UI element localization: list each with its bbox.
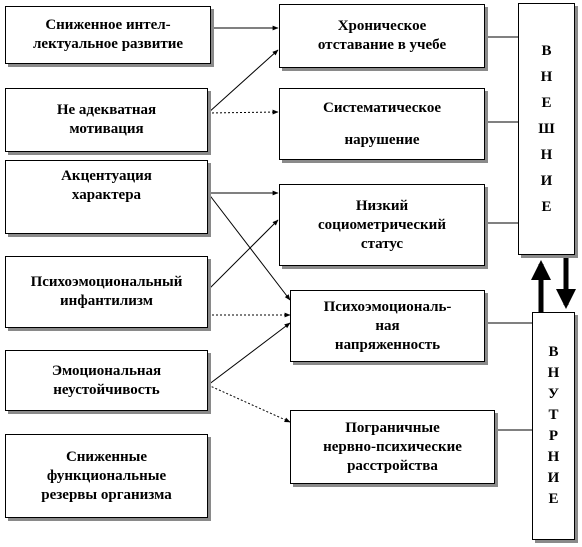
effect-label: Систематическое нарушение [323,100,441,148]
cause-box-accentuation: Акцентуация характера [5,160,208,234]
arrow-c3-e4 [207,192,291,301]
effect-box-disorders: Пограничные нервно-психические расстройс… [290,410,495,484]
effect-box-violation: Систематическое нарушение [279,88,485,160]
cause-box-instability: Эмоциональная неустойчивость [5,350,208,411]
cause-box-intellectual: Сниженное интел- лектуальное развитие [5,6,211,64]
arrow-c5-e5 [207,384,291,423]
cause-box-infantilism: Психоэмоциональный инфантилизм [5,256,208,328]
cause-label: Сниженные функциональные резервы организ… [41,448,172,503]
group-external: В Н Е Ш Н И Е [518,3,575,255]
effect-label: Психоэмоциональ- ная напряженность [323,298,452,353]
cause-label: Эмоциональная неустойчивость [51,362,162,398]
cause-label: Психоэмоциональный инфантилизм [30,274,183,309]
group-internal: В Н У Т Р Н И Е [532,312,575,540]
arrow-c2-e1 [207,49,279,114]
effect-box-lagging: Хроническое отставание в учебе [279,4,485,68]
effect-label: Низкий социометрический статус [318,197,446,252]
effect-box-tension: Психоэмоциональ- ная напряженность [290,290,485,362]
cause-box-reserves: Сниженные функциональные резервы организ… [5,434,208,518]
cause-label: Не адекватная мотивация [56,102,157,137]
effect-label: Пограничные нервно-психические расстройс… [323,419,462,474]
cause-label: Акцентуация характера [61,168,152,203]
cause-label: Сниженное интел- лектуальное развитие [33,17,183,52]
arrow-c2-e2 [207,109,279,115]
arrow-c4-e3 [207,219,279,291]
effect-label: Хроническое отставание в учебе [317,18,447,53]
arrow-c5-e4 [207,322,291,386]
group-external-label: В Н Е Ш Н И Е [538,43,555,215]
cause-box-motivation: Не адекватная мотивация [5,88,208,152]
group-internal-label: В Н У Т Р Н И Е [547,344,560,507]
effect-box-sociometric: Низкий социометрический статус [279,184,485,266]
